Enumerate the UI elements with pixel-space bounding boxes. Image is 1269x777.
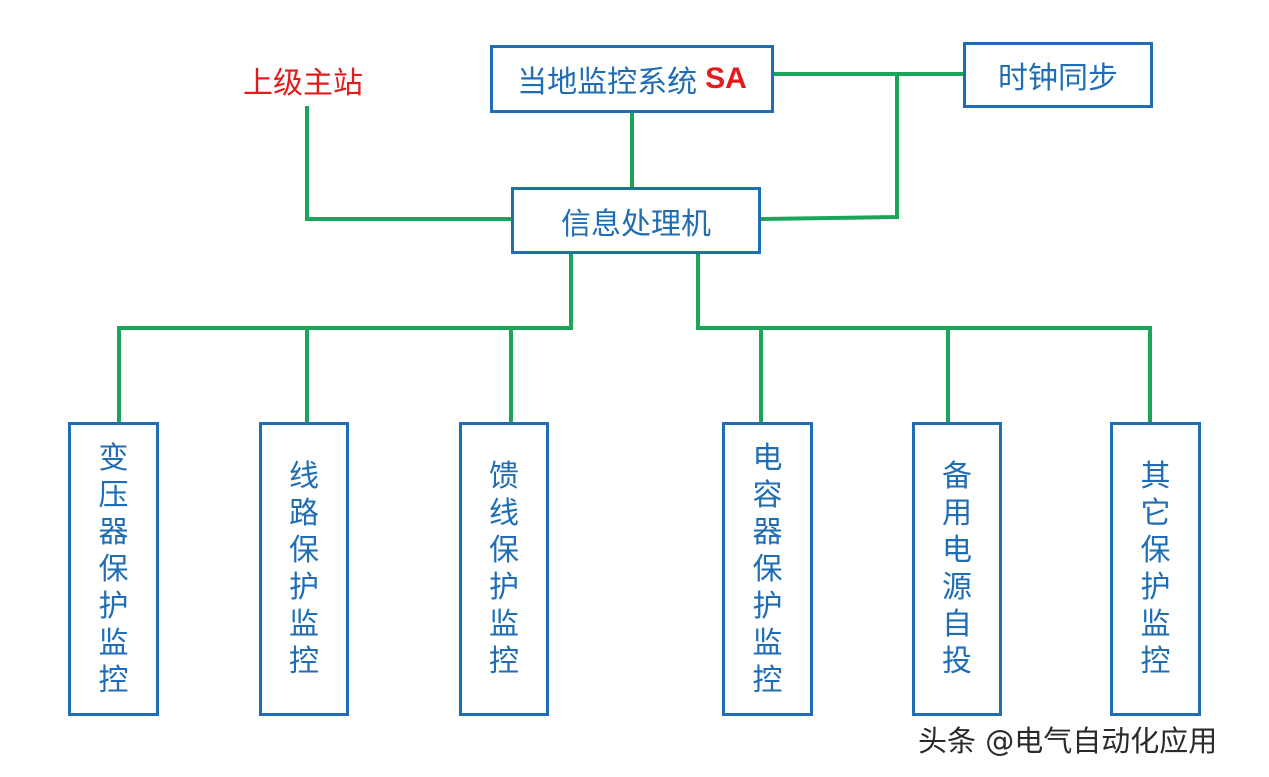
module-label-char: 压 xyxy=(98,477,129,513)
watermark: 头条 @电气自动化应用 xyxy=(918,724,1218,758)
clock-sync-box: 时钟同步 xyxy=(963,42,1153,108)
module-label-2: 线路保护监控 xyxy=(289,458,319,680)
module-label-char: 保 xyxy=(1140,533,1171,568)
clock-sync-label: 时钟同步 xyxy=(998,61,1118,96)
module-label-char: 监 xyxy=(98,625,129,661)
module-box-4: 电容器保护监控 xyxy=(722,422,813,716)
module-label-char: 变 xyxy=(98,440,129,476)
module-label-char: 备 xyxy=(942,459,972,494)
wire-left-bus xyxy=(117,251,573,330)
module-label-5: 备用电源自投 xyxy=(942,458,972,680)
module-label-char: 护 xyxy=(489,570,519,605)
module-label-char: 线 xyxy=(289,459,319,494)
module-label-char: 保 xyxy=(98,551,129,587)
module-label-char: 护 xyxy=(1140,570,1171,605)
module-label-char: 用 xyxy=(942,496,972,531)
module-box-3: 馈线保护监控 xyxy=(459,422,549,716)
module-label-char: 监 xyxy=(289,607,319,642)
module-label-char: 馈 xyxy=(489,459,519,494)
module-label-char: 护 xyxy=(289,570,319,605)
module-label-char: 容 xyxy=(752,477,783,513)
module-label-char: 电 xyxy=(752,440,783,476)
info-processor-box: 信息处理机 xyxy=(511,187,761,254)
module-label-char: 其 xyxy=(1140,459,1171,494)
module-label-char: 护 xyxy=(98,588,129,624)
module-label-char: 它 xyxy=(1140,496,1171,531)
module-label-char: 控 xyxy=(489,644,519,679)
module-box-5: 备用电源自投 xyxy=(912,422,1002,716)
module-label-char: 保 xyxy=(489,533,519,568)
module-label-char: 线 xyxy=(489,496,519,531)
local-monitoring-system-label: 当地监控系统 xyxy=(517,65,698,100)
wire-right-bus xyxy=(696,251,1152,330)
module-label-char: 器 xyxy=(752,514,783,550)
info-processor-label: 信息处理机 xyxy=(561,206,711,242)
module-label-char: 保 xyxy=(752,551,783,587)
module-box-6: 其它保护监控 xyxy=(1110,422,1201,716)
module-label-1: 变压器保护监控 xyxy=(99,440,129,699)
module-label-char: 监 xyxy=(752,625,783,661)
module-label-char: 监 xyxy=(489,607,519,642)
module-label-char: 控 xyxy=(752,662,783,698)
module-label-6: 其它保护监控 xyxy=(1141,458,1171,680)
wire-clock-to-processor xyxy=(757,72,899,222)
module-label-char: 控 xyxy=(98,662,129,698)
module-label-char: 控 xyxy=(1140,644,1171,679)
module-label-char: 自 xyxy=(942,607,972,642)
module-label-char: 路 xyxy=(289,496,319,531)
module-label-char: 投 xyxy=(942,644,972,679)
module-label-3: 馈线保护监控 xyxy=(489,458,519,680)
module-box-1: 变压器保护监控 xyxy=(68,422,159,716)
upper-station-label: 上级主站 xyxy=(243,66,363,101)
module-label-char: 源 xyxy=(942,570,972,605)
module-label-char: 器 xyxy=(98,514,129,550)
module-label-char: 监 xyxy=(1140,607,1171,642)
module-box-2: 线路保护监控 xyxy=(259,422,349,716)
module-label-4: 电容器保护监控 xyxy=(753,440,783,699)
sa-suffix: SA xyxy=(705,62,747,95)
module-label-char: 护 xyxy=(752,588,783,624)
module-label-char: 保 xyxy=(289,533,319,568)
module-label-char: 电 xyxy=(942,533,972,568)
module-label-char: 控 xyxy=(289,644,319,679)
wire-upper-station xyxy=(305,106,514,221)
